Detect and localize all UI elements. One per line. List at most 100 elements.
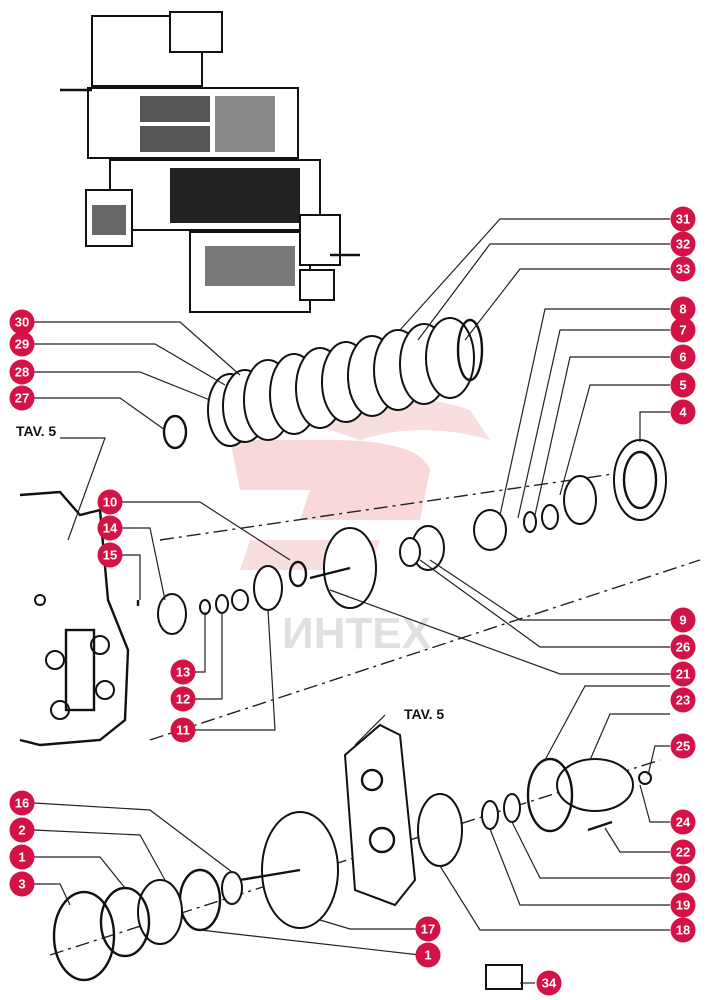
callout-badge [9, 871, 35, 897]
sheet-reference-upper-text: TAV. 5 [16, 423, 56, 439]
callout-number: 33 [676, 262, 690, 277]
callout-badge [170, 659, 196, 685]
callout-number: 5 [679, 378, 686, 393]
callout-number: 23 [676, 693, 690, 708]
callout-badge [9, 817, 35, 843]
callout-number: 20 [676, 871, 690, 886]
part-callout-31: 31 [670, 206, 696, 232]
part-callout-33: 33 [670, 256, 696, 282]
upper-shaft-parts [136, 439, 667, 635]
part-callout-4: 4 [670, 399, 696, 425]
callout-badge [670, 634, 696, 660]
part-callout-12: 12 [170, 686, 196, 712]
callout-number: 15 [103, 548, 117, 563]
callout-badge [9, 844, 35, 870]
clutch-disc-pack [162, 317, 484, 450]
callout-badge [536, 970, 562, 996]
callout-number: 2 [18, 823, 25, 838]
part-callout-18: 18 [670, 917, 696, 943]
part-callout-10: 10 [97, 489, 123, 515]
callout-number: 6 [679, 350, 686, 365]
callout-badge [9, 790, 35, 816]
part-callout-16: 16 [9, 790, 35, 816]
callout-number: 21 [676, 667, 690, 682]
callout-number: 25 [676, 739, 690, 754]
part-callout-29: 29 [9, 331, 35, 357]
part-callout-3: 3 [9, 871, 35, 897]
part-callout-20: 20 [670, 865, 696, 891]
part-callout-23: 23 [670, 687, 696, 713]
callout-badge [670, 839, 696, 865]
divider-axis [149, 559, 701, 741]
callout-number: 16 [15, 796, 29, 811]
callout-number: 34 [542, 976, 557, 991]
part-callout-24: 24 [670, 809, 696, 835]
callout-number: 1 [424, 948, 431, 963]
part-callout-28: 28 [9, 359, 35, 385]
part-callout-25: 25 [670, 733, 696, 759]
sheet-reference-lower-text: TAV. 5 [404, 706, 444, 722]
part-callout-30: 30 [9, 309, 35, 335]
callout-number: 11 [176, 723, 190, 738]
callout-badge [9, 359, 35, 385]
callout-badge [670, 865, 696, 891]
callout-badge [670, 607, 696, 633]
callout-number: 28 [15, 365, 29, 380]
part-callout-11: 11 [170, 717, 196, 743]
callout-number: 7 [679, 323, 686, 338]
part-callout-7: 7 [670, 317, 696, 343]
part-callout-9: 9 [670, 607, 696, 633]
callout-number: 22 [676, 845, 690, 860]
callout-badge [670, 206, 696, 232]
callout-number: 24 [676, 815, 691, 830]
callout-number: 10 [103, 495, 117, 510]
callout-number: 14 [103, 521, 118, 536]
part-callout-17: 17 [415, 916, 441, 942]
part-callout-1: 1 [9, 844, 35, 870]
callout-number: 29 [15, 337, 29, 352]
gearbox-housing [19, 490, 130, 747]
part-callout-14: 14 [97, 515, 123, 541]
part-callout-34: 34 [536, 970, 562, 996]
callout-number: 8 [679, 302, 686, 317]
watermark-text: ИНТЕХ [282, 609, 431, 658]
sheet-reference-lower: TAV. 5 [404, 706, 444, 722]
callout-number: 27 [15, 391, 29, 406]
callout-number: 12 [176, 692, 190, 707]
callout-badge [670, 687, 696, 713]
lower-shaft-parts [52, 723, 652, 990]
part-callout-21: 21 [670, 661, 696, 687]
callout-number: 18 [676, 923, 690, 938]
callout-number: 4 [679, 405, 687, 420]
part-callout-15: 15 [97, 542, 123, 568]
part-callout-13: 13 [170, 659, 196, 685]
callout-badge [9, 309, 35, 335]
callout-badge [670, 399, 696, 425]
callout-badge [670, 231, 696, 257]
part-callouts: 3132338765430292827101415926211312112325… [9, 206, 696, 996]
part-callout-32: 32 [670, 231, 696, 257]
part-callout-26: 26 [670, 634, 696, 660]
callout-badge [670, 809, 696, 835]
callout-number: 17 [421, 922, 435, 937]
callout-badge [670, 372, 696, 398]
callout-number: 30 [15, 315, 29, 330]
part-callout-1: 1 [415, 942, 441, 968]
callout-number: 3 [18, 877, 25, 892]
part-callout-5: 5 [670, 372, 696, 398]
callout-badge [670, 256, 696, 282]
callout-number: 31 [676, 212, 690, 227]
callout-badge [97, 542, 123, 568]
part-callout-22: 22 [670, 839, 696, 865]
callout-badge [97, 515, 123, 541]
callout-badge [170, 686, 196, 712]
callout-badge [415, 916, 441, 942]
sheet-reference-upper: TAV. 5 [16, 423, 106, 541]
part-callout-8: 8 [670, 296, 696, 322]
callout-number: 13 [176, 665, 190, 680]
part-callout-6: 6 [670, 344, 696, 370]
callout-badge [670, 661, 696, 687]
callout-badge [670, 317, 696, 343]
callout-badge [9, 331, 35, 357]
